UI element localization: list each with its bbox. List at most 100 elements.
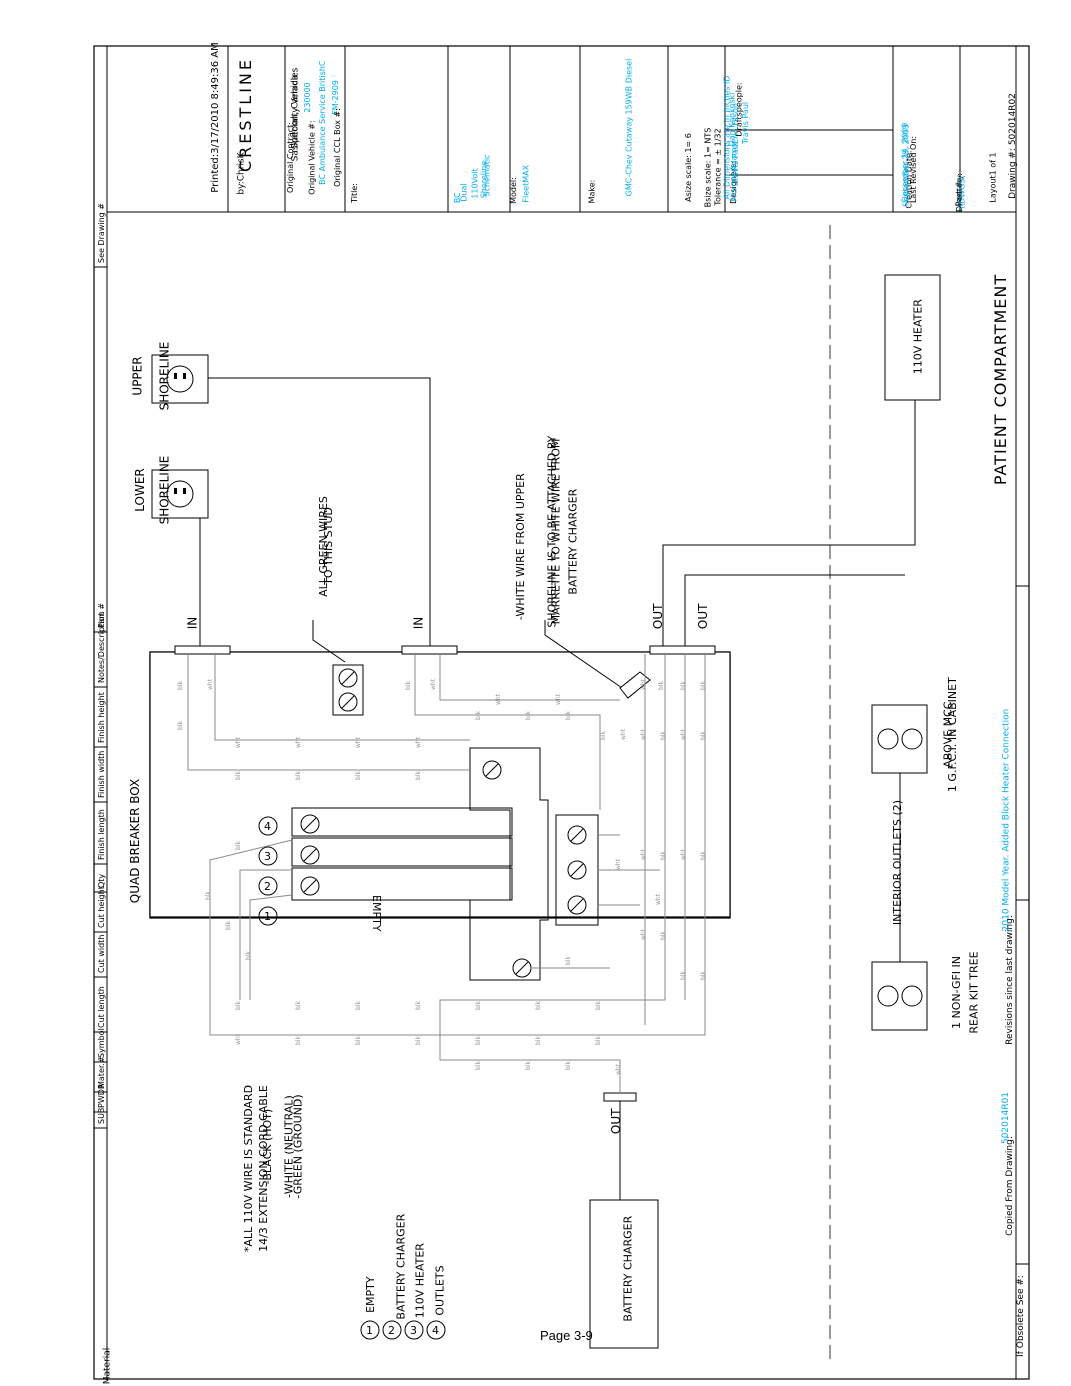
wire-color-label: blk — [205, 891, 212, 900]
heater-label: 110V HEATER — [911, 299, 924, 375]
designers-label: Designers: — [729, 161, 738, 204]
header-column-label: Notes/Description — [97, 612, 106, 683]
page-label: Page 3-9 — [540, 1328, 593, 1343]
breaker-screw-2 — [300, 845, 320, 865]
title-value-2: 110Volt — [471, 168, 480, 198]
connector-out-charger — [603, 1092, 637, 1102]
footer-revisions-label: Revisions since last drawing: — [1005, 915, 1015, 1045]
outlet-right-line2: ABOVE MCC — [942, 701, 955, 767]
legend-battery-charger: BATTERY CHARGER — [395, 1213, 408, 1319]
bus-bars — [291, 747, 599, 981]
wire-color-label: blk — [295, 1001, 302, 1010]
printed-text: Printed:3/17/2010 8:49:36 AM — [210, 42, 221, 193]
wire-color-label: blk — [680, 971, 687, 980]
creation-date-label: Creation Date: — [905, 150, 914, 208]
wire-color-label: wht — [620, 728, 627, 740]
title-value-4: Schematic — [482, 155, 491, 197]
header-column-label: Cut width — [97, 935, 106, 973]
wire-color-label: blk — [525, 711, 532, 720]
designer-1: Travis Paul — [731, 142, 740, 185]
wire-color-label: blk — [355, 771, 362, 780]
footer-copied-label: Copied From Drawing: — [1005, 1136, 1015, 1236]
wire-color-label: wht — [615, 858, 622, 870]
wire-color-label: blk — [525, 1061, 532, 1070]
wire-color-label: blk — [660, 851, 667, 860]
wire-color-label: blk — [475, 1061, 482, 1070]
bsize-scale: Bsize scale: 1= NTS — [703, 128, 712, 208]
make-label: Make: — [587, 180, 596, 204]
wire-color-label: blk — [415, 1001, 422, 1010]
outlet-non-gfi — [871, 961, 928, 1031]
outlet-gfci — [871, 704, 928, 774]
upper-shoreline-label-2: SHORELINE — [157, 342, 171, 411]
footer-revisions-value: 2010 Model Year. Added Block Heater Conn… — [1001, 709, 1011, 932]
crestline-logo: CRESTLINE — [236, 57, 255, 172]
wire-color-label: wht — [355, 736, 362, 748]
wire-color-label: blk — [565, 711, 572, 720]
wire-color-label: blk — [700, 681, 707, 690]
svg-text:2: 2 — [388, 1324, 395, 1337]
wire-note-4: -WHITE (NEUTRAL) — [283, 1095, 296, 1197]
wire-color-label: blk — [355, 1001, 362, 1010]
header-material: Material — [102, 1348, 112, 1385]
original-vehicle-label: Original Vehicle #: — [308, 120, 317, 194]
title-value-1: Dual — [460, 183, 469, 201]
white-note-leader — [544, 620, 626, 691]
model-value: FleetMAX — [522, 164, 531, 202]
legend-empty: EMPTY — [364, 1276, 377, 1313]
legend-outlets: OUTLETS — [434, 1265, 447, 1315]
white-note-3: MARRETTE TO WHITE WIRE FROM — [549, 439, 562, 625]
white-note-2: SHORELINE IS TO BE ATTACHED BY — [546, 435, 559, 627]
wire-color-label: wht — [207, 678, 214, 690]
header-column-label: Finish width — [97, 751, 106, 798]
upper-shoreline-label-1: UPPER — [131, 356, 145, 395]
svg-text:4: 4 — [264, 820, 271, 833]
wire-color-label: blk — [535, 1001, 542, 1010]
wire-color-label: blk — [680, 681, 687, 690]
wire-color-label: blk — [565, 956, 572, 965]
legend: 1 2 3 4 — [360, 1320, 446, 1340]
legend-heater: 110V HEATER — [413, 1243, 426, 1319]
company-line2: Saskatoon, Canada — [290, 75, 300, 162]
designer-0: Murray Adams — [729, 144, 738, 202]
wire-color-label: blk — [700, 731, 707, 740]
in-label-upper: IN — [411, 617, 425, 630]
wire-note-1: *ALL 110V WIRE IS STANDARD — [242, 1085, 255, 1252]
wire-color-label: blk — [595, 1036, 602, 1045]
draftsperson-1: Erin Filson — [731, 103, 740, 144]
wire-color-label: wht — [415, 736, 422, 748]
asize-scale: Asize scale: 1= 6 — [684, 133, 693, 202]
out-label-heater-a: OUT — [651, 603, 665, 629]
neutral-screw-3 — [567, 895, 587, 915]
footer-copied-value: 502014R01 — [1001, 1092, 1011, 1144]
svg-text:3: 3 — [410, 1324, 417, 1337]
breaker-box-label: QUAD BREAKER BOX — [128, 779, 142, 903]
header-column-label: SUB — [97, 1108, 106, 1124]
wire-outlets — [684, 574, 905, 646]
wire-note-2: 14/3 EXTENSION CORD CABLE — [257, 1085, 270, 1252]
wire-color-label: wht — [680, 848, 687, 860]
wire-color-label: blk — [565, 1061, 572, 1070]
svg-text:2: 2 — [264, 880, 271, 893]
out-label-heater-b: OUT — [696, 603, 710, 629]
in-label-lower: IN — [185, 617, 199, 630]
marrette-connector — [619, 671, 651, 699]
tolerance: Tolerance = ± 1/32 — [714, 128, 723, 206]
battery-charger-box — [589, 1199, 659, 1349]
wire-labels: blk wht blk blk wht wht blk blk blk blk blk blk blk w… — [177, 678, 707, 1075]
wire-color-label: blk — [405, 681, 412, 690]
connector-out-heater — [649, 645, 716, 655]
wire-color-label: blk — [355, 1036, 362, 1045]
outlet-left-line2: REAR KIT TREE — [968, 951, 981, 1033]
outlet-left-line1: 1 NON-GFI IN — [950, 956, 963, 1029]
last-revised-value: December 14, 2009 — [900, 123, 909, 203]
part-label: Part #: — [954, 179, 963, 207]
wire-color-label: wht — [655, 893, 662, 905]
breaker-number-3: 3 — [258, 846, 278, 866]
neutral-screw-1 — [567, 825, 587, 845]
wire-color-label: blk — [415, 771, 422, 780]
wire-color-label: blk — [475, 711, 482, 720]
